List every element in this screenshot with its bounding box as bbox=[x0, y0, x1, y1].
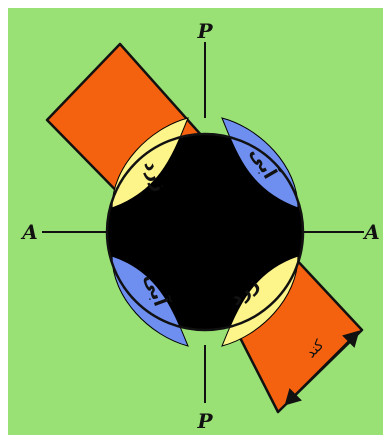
polarizer-label-bottom: P bbox=[196, 409, 213, 433]
polarizer-label-top: P bbox=[196, 19, 213, 43]
analyzer-label-left: A bbox=[20, 220, 38, 244]
interference-figure bbox=[107, 118, 303, 346]
analyzer-label-right: A bbox=[362, 220, 380, 244]
